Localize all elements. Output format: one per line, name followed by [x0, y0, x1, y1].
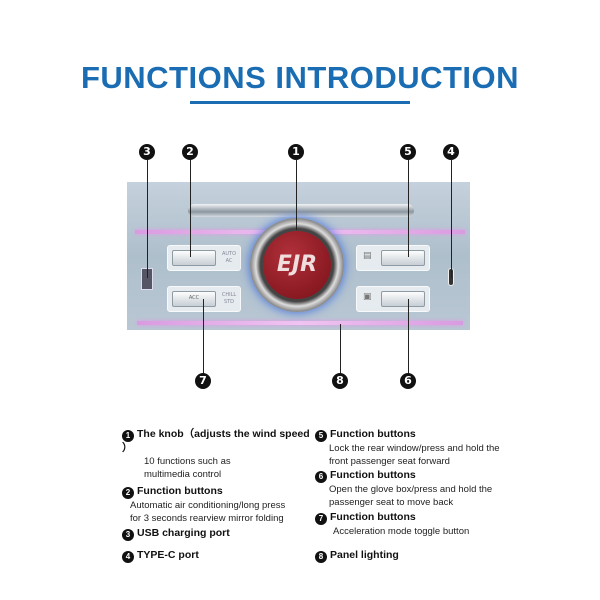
window-lock-button[interactable] [381, 250, 425, 266]
item-title: The knob（adjusts the wind speed ） [122, 428, 310, 454]
marker-3: 3 [139, 144, 155, 160]
window-lock-icon: ▤ [363, 251, 372, 261]
item-marker: 4 [122, 551, 134, 563]
callout-line-3 [147, 160, 148, 278]
item-title: Function buttons [330, 428, 416, 440]
callout-line-5 [408, 160, 409, 257]
item-title: USB charging port [137, 527, 230, 539]
callout-line-1 [296, 160, 297, 230]
callout-line-6 [408, 299, 409, 375]
air-vent-slot [188, 204, 414, 217]
item-marker: 6 [315, 471, 327, 483]
marker-6: 6 [400, 373, 416, 389]
callout-line-8 [340, 324, 341, 375]
std-label: STD [223, 299, 235, 305]
item-marker: 2 [122, 487, 134, 499]
item-body: passenger seat to move back [329, 497, 454, 508]
page-title: FUNCTIONS INTRODUCTION [80, 60, 520, 95]
item-title: Panel lighting [330, 549, 399, 561]
item-body: Lock the rear window/press and hold the [329, 443, 500, 454]
item-title: TYPE-C port [137, 549, 199, 561]
item-marker: 7 [315, 513, 327, 525]
glove-box-icon: ▣ [363, 292, 372, 302]
callout-line-7 [203, 299, 204, 375]
marker-2: 2 [182, 144, 198, 160]
acc-button[interactable]: ACC [172, 291, 216, 307]
item-body: Automatic air conditioning/long press [130, 500, 286, 511]
marker-4: 4 [443, 144, 459, 160]
item-marker: 8 [315, 551, 327, 563]
item-body: 10 functions such as [144, 456, 231, 467]
item-marker: 3 [122, 529, 134, 541]
panel-light-bottom [137, 321, 463, 325]
marker-8: 8 [332, 373, 348, 389]
knob[interactable]: EJR [263, 231, 331, 299]
ac-label: AC [225, 258, 233, 264]
callout-line-2 [190, 160, 191, 257]
marker-1: 1 [288, 144, 304, 160]
item-marker: 5 [315, 430, 327, 442]
item-body: multimedia control [144, 469, 222, 480]
marker-7: 7 [195, 373, 211, 389]
chill-label: CHILL [221, 292, 237, 298]
auto-label: AUTO [221, 251, 237, 257]
callout-line-4 [451, 160, 452, 278]
item-title: Function buttons [330, 469, 416, 481]
item-body: front passenger seat forward [329, 456, 450, 467]
item-title: Function buttons [137, 485, 223, 497]
item-body: Open the glove box/press and hold the [329, 484, 493, 495]
item-title: Function buttons [330, 511, 416, 523]
title-underline [190, 101, 410, 104]
marker-5: 5 [400, 144, 416, 160]
glove-box-button[interactable] [381, 291, 425, 307]
auto-ac-button[interactable] [172, 250, 216, 266]
item-body: for 3 seconds rearview mirror folding [130, 513, 284, 524]
item-marker: 1 [122, 430, 134, 442]
item-body: Acceleration mode toggle button [333, 526, 470, 537]
